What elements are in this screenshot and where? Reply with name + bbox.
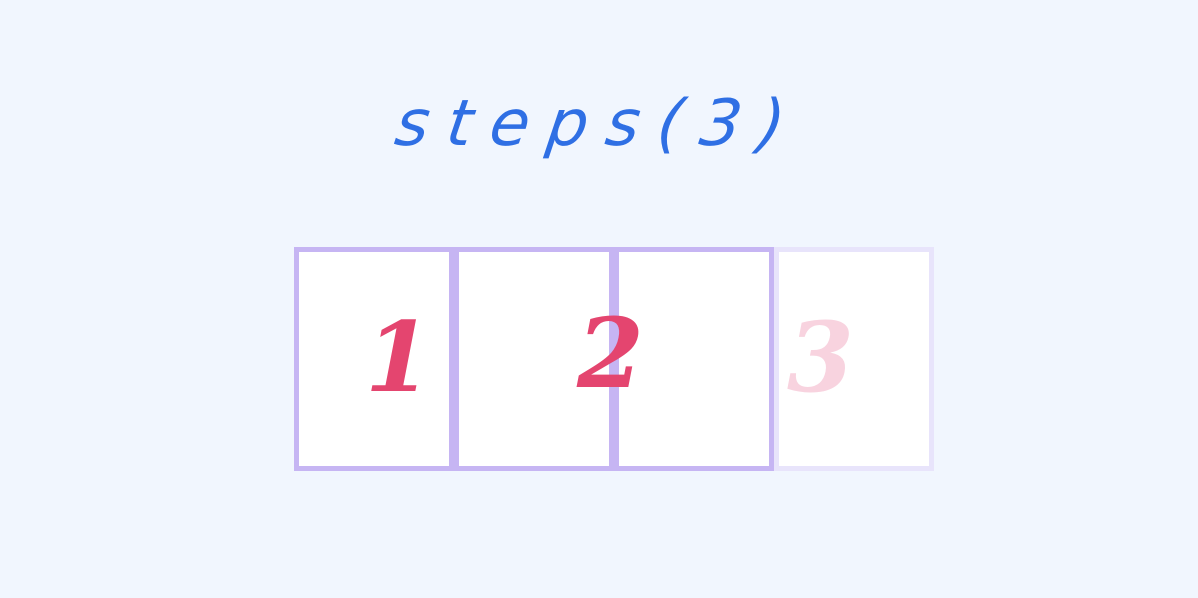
step-box-4-faded: [774, 247, 934, 471]
step-number-3: 3: [787, 301, 854, 414]
step-box-3: [614, 247, 774, 471]
step-box-1: [294, 247, 454, 471]
step-number-1: 1: [365, 301, 432, 414]
step-box-2: [454, 247, 614, 471]
title: steps(3): [0, 87, 1198, 161]
step-number-2: 2: [577, 297, 644, 410]
title-text: steps(3): [390, 87, 808, 161]
